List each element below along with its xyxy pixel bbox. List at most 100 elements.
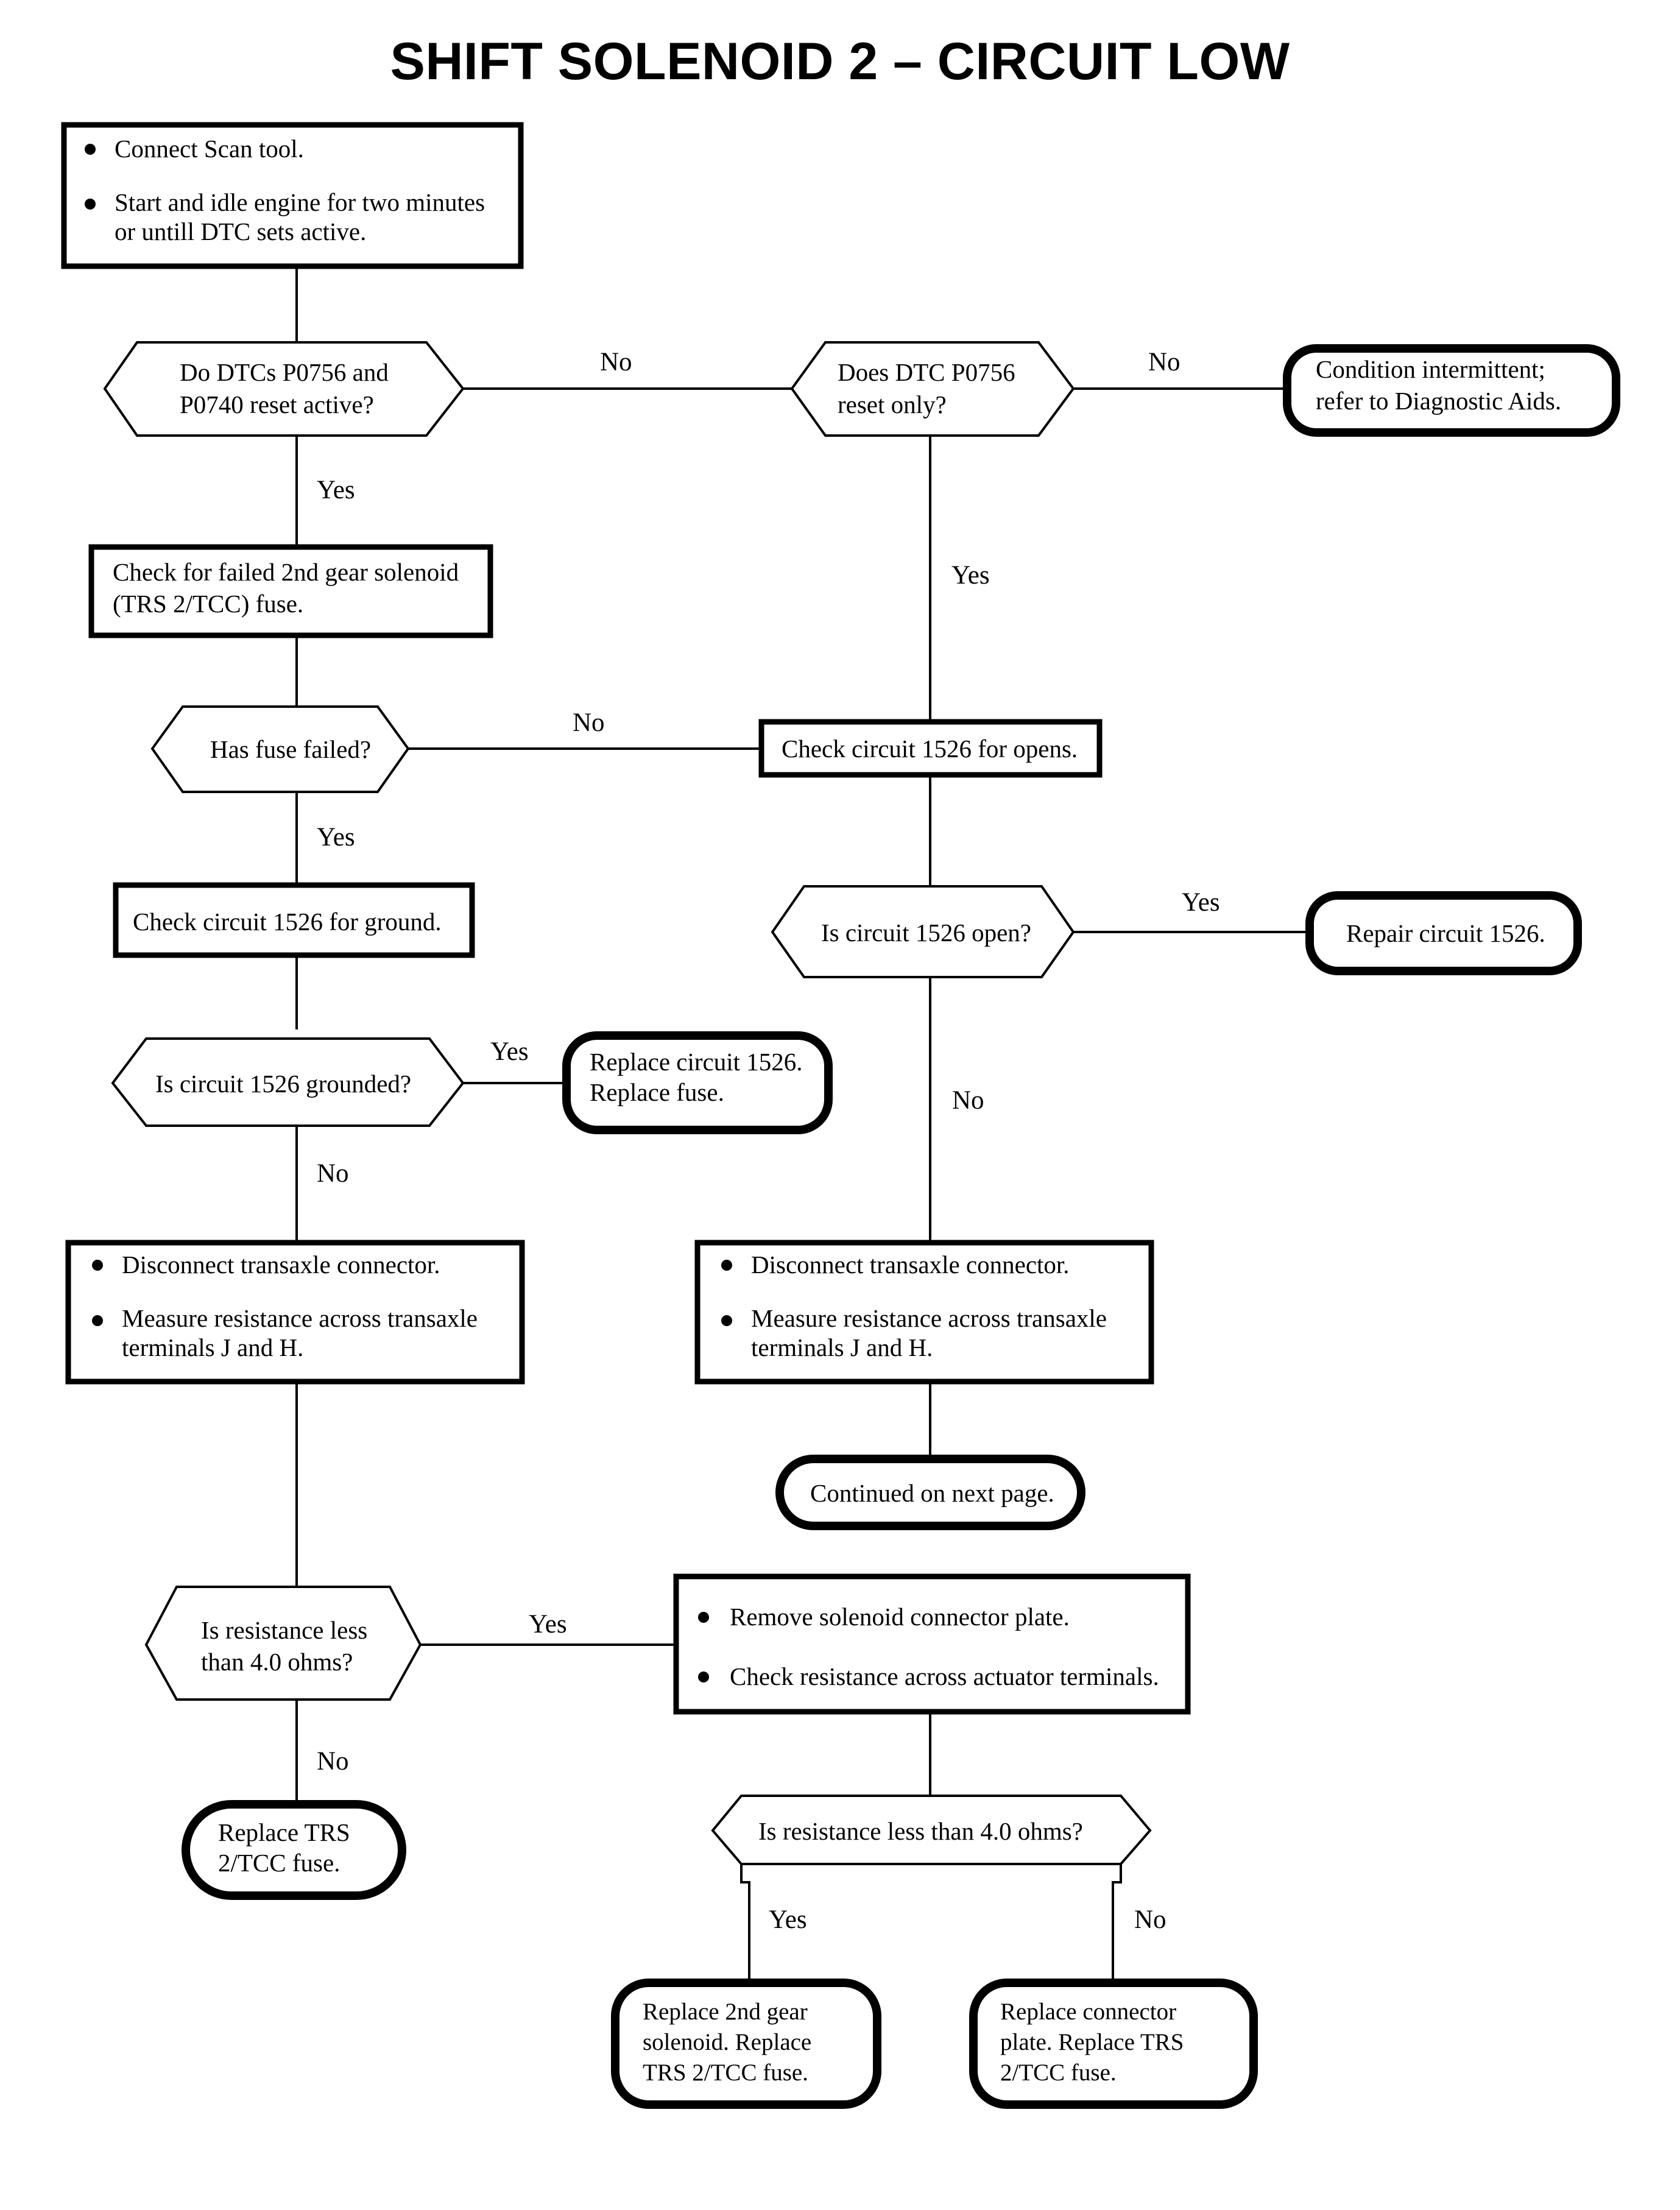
t-replace-solenoid-box bbox=[611, 1979, 881, 2109]
p-measure-right-box bbox=[694, 1240, 1154, 1385]
node-q-circuit-open[interactable]: Is circuit 1526 open? bbox=[771, 885, 1075, 978]
edge-label-yes-resistance-bottom: Yes bbox=[769, 1905, 807, 1934]
q-dtc-reset-only-line2: reset only? bbox=[838, 390, 947, 418]
t-replace-fuse-line1: Replace TRS bbox=[218, 1818, 350, 1846]
node-t-replace-solenoid[interactable]: Replace 2nd gear solenoid. Replace TRS 2… bbox=[611, 1979, 881, 2109]
p-check-opens-box bbox=[758, 719, 1103, 778]
t-replace-circuit-line1: Replace circuit 1526. bbox=[590, 1048, 803, 1076]
edge-label-no-resistance-bottom: No bbox=[1134, 1905, 1166, 1934]
q-circuit-grounded-line1: Is circuit 1526 grounded? bbox=[155, 1070, 411, 1098]
node-p-measure-left[interactable]: Disconnect transaxle connector. Measure … bbox=[65, 1240, 525, 1385]
t-condition-intermittent-line1: Condition intermittent; bbox=[1316, 355, 1545, 383]
q-resistance-left-line2: than 4.0 ohms? bbox=[201, 1648, 353, 1676]
q-resistance-left-line1: Is resistance less bbox=[201, 1616, 367, 1644]
node-t-replace-connector[interactable]: Replace connector plate. Replace TRS 2/T… bbox=[969, 1979, 1258, 2109]
edge-label-yes-circuit-grounded: Yes bbox=[490, 1037, 529, 1066]
bullet-icon bbox=[85, 144, 96, 155]
edge-label-no-circuit-grounded: No bbox=[317, 1159, 349, 1188]
p-measure-left-box bbox=[65, 1240, 525, 1385]
t-replace-connector-line1: Replace connector bbox=[1000, 1999, 1176, 2025]
node-q-dtc-reset-active[interactable]: Do DTCs P0756 and P0740 reset active? bbox=[103, 341, 465, 437]
t-repair-circuit-line1: Repair circuit 1526. bbox=[1346, 919, 1545, 947]
p-remove-plate-box bbox=[673, 1573, 1191, 1715]
node-p-remove-plate[interactable]: Remove solenoid connector plate. Check r… bbox=[673, 1573, 1191, 1715]
p-measure-left-bullet-2: Measure resistance across transaxle term… bbox=[122, 1304, 478, 1362]
node-t-continued[interactable]: Continued on next page. bbox=[775, 1455, 1085, 1530]
q-fuse-failed-line1: Has fuse failed? bbox=[210, 735, 371, 763]
p-remove-plate-bullet-2: Check resistance across actuator termina… bbox=[730, 1662, 1159, 1690]
t-replace-circuit-line2: Replace fuse. bbox=[590, 1078, 724, 1106]
t-replace-solenoid-line1: Replace 2nd gear bbox=[643, 1999, 808, 2025]
q-resistance-bottom-hexagon bbox=[711, 1795, 1152, 1865]
p-remove-plate-bullet-1: Remove solenoid connector plate. bbox=[730, 1603, 1070, 1631]
edge-label-no-fuse-failed: No bbox=[573, 708, 605, 737]
t-replace-connector-box bbox=[969, 1979, 1258, 2109]
node-t-repair-circuit[interactable]: Repair circuit 1526. bbox=[1305, 891, 1582, 975]
t-continued-line1: Continued on next page. bbox=[810, 1479, 1054, 1507]
node-t-replace-circuit[interactable]: Replace circuit 1526. Replace fuse. bbox=[562, 1031, 833, 1134]
node-p-check-ground[interactable]: Check circuit 1526 for ground. bbox=[113, 882, 475, 958]
p-measure-right-bullet-1: Disconnect transaxle connector. bbox=[751, 1251, 1070, 1279]
start-steps-bullet-1: Connect Scan tool. bbox=[115, 135, 304, 163]
q-dtc-reset-only-line1: Does DTC P0756 bbox=[838, 358, 1015, 386]
edge-label-yes-resistance-left: Yes bbox=[529, 1610, 567, 1639]
start-steps-bullet-2: Start and idle engine for two minutes or… bbox=[115, 188, 485, 246]
p-measure-left-bullet-1: Disconnect transaxle connector. bbox=[122, 1251, 440, 1279]
edge-label-yes-circuit-open: Yes bbox=[1182, 888, 1220, 917]
q-fuse-failed-hexagon bbox=[150, 705, 410, 793]
start-steps-bullet-2-wrap: Start and idle engine for two minutes or… bbox=[115, 188, 485, 246]
q-resistance-left-hexagon bbox=[144, 1586, 422, 1701]
edge-label-yes-reset-only: Yes bbox=[951, 561, 990, 590]
p-check-fuse-box bbox=[88, 544, 493, 638]
start-steps-box bbox=[61, 122, 524, 269]
bullet-icon bbox=[721, 1315, 732, 1326]
bullet-icon bbox=[721, 1260, 732, 1271]
t-replace-circuit-box bbox=[562, 1031, 833, 1134]
bullet-icon bbox=[92, 1315, 103, 1326]
t-replace-solenoid-line2: solenoid. Replace bbox=[643, 2029, 811, 2055]
node-p-measure-right[interactable]: Disconnect transaxle connector. Measure … bbox=[694, 1240, 1154, 1385]
node-p-check-fuse[interactable]: Check for failed 2nd gear solenoid (TRS … bbox=[88, 544, 493, 638]
p-check-ground-box bbox=[113, 882, 475, 958]
t-continued-box bbox=[775, 1455, 1085, 1530]
edge-label-no-resistance-left: No bbox=[317, 1747, 349, 1776]
p-check-fuse-line2: (TRS 2/TCC) fuse. bbox=[113, 590, 303, 618]
t-replace-fuse-line2: 2/TCC fuse. bbox=[218, 1849, 340, 1877]
q-circuit-grounded-hexagon bbox=[111, 1037, 465, 1127]
bullet-icon bbox=[85, 199, 96, 210]
q-dtc-reset-active-line2: P0740 reset active? bbox=[180, 390, 374, 418]
edge-labels: No Yes No Yes No Yes Yes No Yes No Yes N… bbox=[317, 348, 1220, 1934]
t-replace-solenoid-line3: TRS 2/TCC fuse. bbox=[643, 2060, 808, 2086]
node-q-circuit-grounded[interactable]: Is circuit 1526 grounded? bbox=[111, 1037, 465, 1127]
bullet-icon bbox=[698, 1672, 709, 1682]
node-q-dtc-reset-only[interactable]: Does DTC P0756 reset only? bbox=[790, 341, 1075, 437]
page-title: SHIFT SOLENOID 2 – CIRCUIT LOW bbox=[390, 32, 1290, 91]
q-resistance-bottom-line1: Is resistance less than 4.0 ohms? bbox=[758, 1817, 1083, 1845]
node-q-resistance-left[interactable]: Is resistance less than 4.0 ohms? bbox=[144, 1586, 422, 1701]
edge-q7-no bbox=[1112, 1864, 1122, 1983]
p-check-opens-line1: Check circuit 1526 for opens. bbox=[782, 735, 1078, 763]
node-t-condition-intermittent[interactable]: Condition intermittent; refer to Diagnos… bbox=[1283, 344, 1620, 437]
edge-label-no-reset-only: No bbox=[1148, 348, 1181, 376]
node-t-replace-fuse[interactable]: Replace TRS 2/TCC fuse. bbox=[182, 1800, 406, 1900]
p-check-fuse-line1: Check for failed 2nd gear solenoid bbox=[113, 558, 459, 586]
node-start-steps[interactable]: Connect Scan tool. Start and idle engine… bbox=[61, 122, 524, 269]
t-condition-intermittent-line2: refer to Diagnostic Aids. bbox=[1316, 387, 1561, 415]
node-q-fuse-failed[interactable]: Has fuse failed? bbox=[150, 705, 410, 793]
t-repair-circuit-box bbox=[1305, 891, 1582, 975]
node-q-resistance-bottom[interactable]: Is resistance less than 4.0 ohms? bbox=[711, 1795, 1152, 1865]
q-dtc-reset-only-hexagon bbox=[790, 341, 1075, 437]
q-dtc-reset-active-hexagon bbox=[103, 341, 465, 437]
q-dtc-reset-active-line1: Do DTCs P0756 and bbox=[180, 358, 389, 386]
q-circuit-open-line1: Is circuit 1526 open? bbox=[821, 919, 1031, 947]
t-replace-fuse-box bbox=[182, 1800, 406, 1900]
bullet-icon bbox=[698, 1612, 709, 1623]
edge-q7-yes bbox=[740, 1864, 750, 1983]
edge-label-no-circuit-open: No bbox=[952, 1086, 984, 1115]
p-measure-left-bullet-2-wrap: Measure resistance across transaxle term… bbox=[122, 1304, 478, 1362]
edge-label-yes-dtc-active: Yes bbox=[317, 476, 355, 504]
node-p-check-opens[interactable]: Check circuit 1526 for opens. bbox=[758, 719, 1103, 778]
p-measure-right-bullet-2-wrap: Measure resistance across transaxle term… bbox=[751, 1304, 1107, 1361]
